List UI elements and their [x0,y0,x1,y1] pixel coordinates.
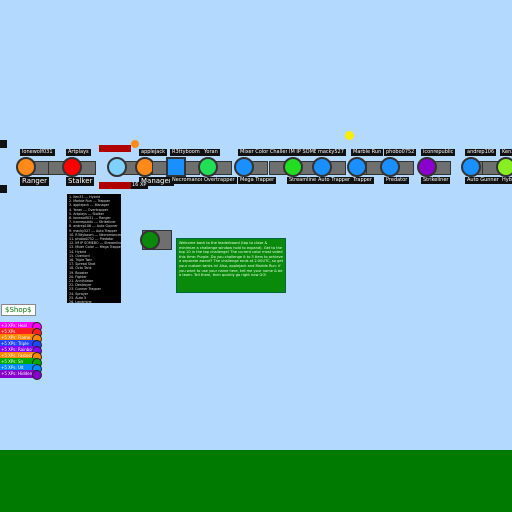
tank-8 [267,153,319,181]
leaderboard-line: 9. macky527 --- Auto Trapper [69,228,118,233]
leaderboard-line: 16. Triple Twin [69,258,93,263]
tank-name-label: Marble Run [351,149,384,156]
leaderboard-line: 19. Booster [69,270,88,275]
leaderboard-line: 1. Ken33 --- Hybrid [69,195,101,199]
edge-tag-left [0,140,7,148]
tank-rank-label: Auto Trapper [316,177,353,184]
leaderboard-line: 21. Annihilator [69,279,94,284]
leaderboard-line: 8. andrep106 --- Auto Gunner [69,224,118,229]
tank-7 [218,153,270,181]
tank-rank-label: Ranger [20,177,50,186]
tank-name-label: iconrepublic [421,149,456,156]
tank-rank-label: Predator [384,177,410,184]
upgrade-item[interactable]: +5 XPs: Hidden [0,370,42,380]
leaderboard-line: 18. Octo Tank [69,266,92,271]
tank-rank-label: Auto Gunner [465,177,501,184]
tank-name-label: lonewolf031 [20,149,55,156]
tank-name-label: macky527 [316,149,346,156]
ground [0,450,512,512]
tank-rank-label: Strikeliner [421,177,451,184]
leaderboard-line: 2. Marble Run --- Trapper [69,199,110,204]
tank-rank-label: Stalker [66,177,95,186]
edge-tag-left-bottom [0,185,7,193]
tank-9 [296,153,348,181]
leaderboard-line: 17. Spread Shot [69,262,96,267]
tank-14 [480,153,512,181]
tank-name-label: Mixer Color Challeng [238,149,294,156]
leaderboard-line: 24. Sprayer [69,291,89,296]
tank-name-label: Ken33 [500,149,512,156]
tank-12 [401,153,453,181]
tank-2 [46,153,98,181]
tank-rank-label: Streamliner [287,177,321,184]
tank-name-label: andrep106 [465,149,497,156]
leaderboard-line: 6. lonewolf031 --- Ranger [69,216,111,221]
health-bar [99,145,131,152]
player-tank [136,228,172,252]
tank-5 [150,153,202,181]
leaderboard-line: 7. iconrepublic --- Strikeliner [69,220,116,225]
leaderboard-line: 4. Yoran --- Overtrapper [69,207,109,212]
tank-rank-label: Trapper [351,177,374,184]
leaderboard-line: 13. Mixer Color --- Mega Trapper [69,245,121,250]
tank-name-label: Yoran [202,149,220,156]
tank-name-label: applejack [139,149,167,156]
tank-rank-label: Manager [139,177,174,186]
leaderboard-line: 12. IM IP SOMEBO --- Streamliner [69,241,121,246]
tank-3 [91,153,143,181]
leaderboard-line: 3. applejack --- Manager [69,203,110,208]
leaderboard-line: 22. Destroyer [69,283,92,288]
tank-11 [364,153,416,181]
chat-message: Welcome back to the leaderboard (tap to … [176,238,286,293]
leaderboard-line: 5. Artplays --- Stalker [69,211,104,216]
leaderboard-line: 23. Gunner Trapper [69,287,102,292]
tank-rank-label: Hybrid [500,177,512,184]
tank-xp-label: 16 XP [130,182,149,189]
shop-button[interactable]: $Shop$ [1,304,36,316]
leaderboard-line: 26. Landmine [69,300,92,303]
health-bar [99,182,131,189]
tank-rank-label: Necromancer [170,177,208,184]
tank-name-label: Artplays [66,149,91,156]
tank-rank-label: Overtrapper [202,177,237,184]
leaderboard-line: 20. Fighter [69,274,87,279]
tank-rank-label: Mega Trapper [238,177,277,184]
tank-1 [0,153,52,181]
leaderboard-line: 15. Overlord [69,253,90,258]
leaderboard-line: 14. Hybrid [69,249,87,254]
leaderboard-line: 10. R3ttyboom --- Necromancer [69,232,121,237]
yellow-orb [345,131,354,140]
orange-orb [131,140,139,148]
tank-name-label: R3ttyboom [170,149,202,156]
leaderboard-line: 25. Auto 5 [69,295,87,300]
tank-name-label: phobo0752 [384,149,417,156]
tank-name-label: IM IP SOMEBO [287,149,327,156]
tank-6 [182,153,234,181]
leaderboard-line: 11. phobo0752 --- Predator [69,237,114,242]
